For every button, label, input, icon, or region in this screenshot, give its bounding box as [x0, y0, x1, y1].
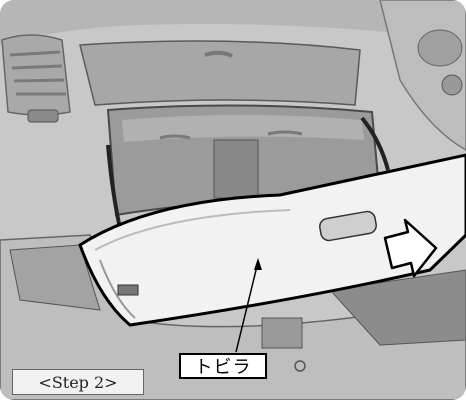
under-dash-bracket: [261, 317, 303, 349]
label-leader-line: [235, 261, 259, 353]
lower-left-panel: [9, 244, 101, 311]
dash-top-surface: [0, 0, 466, 45]
door-handle: [319, 210, 377, 242]
part-label: トビラ: [179, 353, 267, 379]
left-air-vent: [1, 34, 71, 123]
glovebox-door: [78, 153, 466, 327]
glovebox-shelf: [79, 40, 361, 106]
bracket-bolt: [294, 360, 306, 372]
right-hinge-arm: [360, 116, 390, 171]
pull-arrow: [383, 218, 438, 278]
step-label: <Step 2>: [12, 369, 144, 395]
floor-panel: [328, 269, 466, 346]
label-leader-tip: [254, 258, 262, 270]
